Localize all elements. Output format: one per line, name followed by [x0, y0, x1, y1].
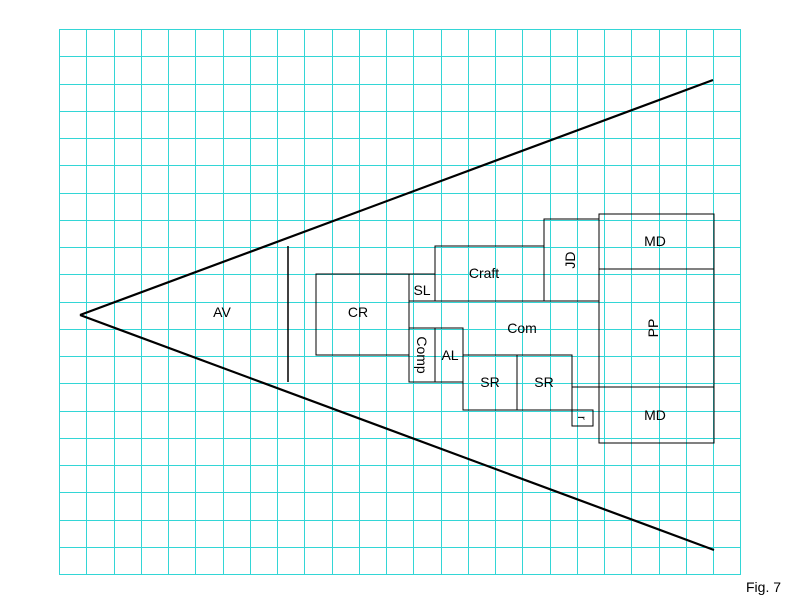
box-r [571, 409, 594, 427]
box-md-bottom [598, 386, 715, 444]
wedge-outline [79, 78, 715, 552]
label-av: AV [213, 304, 231, 320]
label-md-top: MD [644, 233, 666, 249]
wedge-lower-edge [79, 313, 715, 552]
box-sr-right [516, 354, 573, 411]
label-sr-left: SR [480, 374, 499, 390]
label-r: r [575, 416, 589, 420]
label-md-bottom: MD [644, 407, 666, 423]
region-labels: AV CR SL Craft JD MD Com PP Comp AL SR S… [213, 233, 666, 423]
label-comp: Comp [414, 336, 430, 374]
box-com [408, 300, 600, 388]
wedge-upper-edge [79, 78, 714, 317]
label-al: AL [441, 347, 458, 363]
label-sl: SL [413, 282, 430, 298]
label-sr-right: SR [534, 374, 553, 390]
label-jd: JD [562, 251, 578, 268]
label-craft: Craft [469, 265, 499, 281]
room-boxes [315, 213, 715, 444]
label-com: Com [507, 320, 537, 336]
figure-caption: Fig. 7 [746, 579, 782, 595]
label-pp: PP [645, 319, 661, 338]
grid-lines [59, 29, 741, 575]
label-cr: CR [348, 304, 368, 320]
